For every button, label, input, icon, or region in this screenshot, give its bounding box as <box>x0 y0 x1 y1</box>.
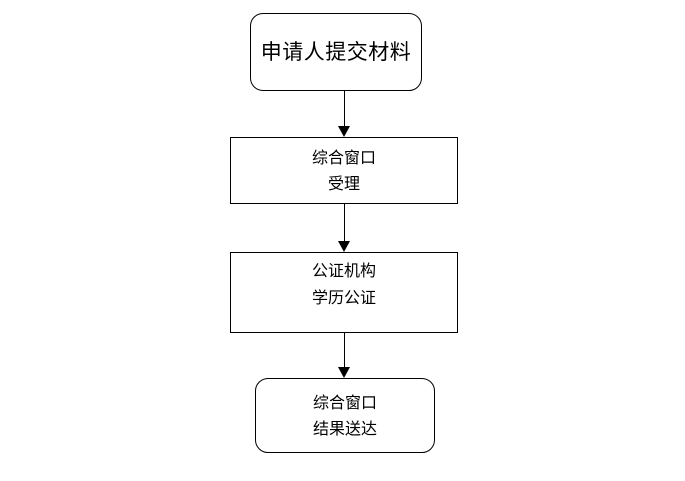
flow-node-1-line1: 申请人提交材料 <box>260 39 412 64</box>
flow-node-2-line1: 综合窗口 <box>311 149 376 167</box>
flow-node-comprehensive-window-accept[interactable]: 综合窗口 受理 <box>230 137 458 204</box>
flow-node-2-line2: 受理 <box>327 175 360 193</box>
flow-node-applicant-submit[interactable]: 申请人提交材料 <box>250 13 422 91</box>
flow-node-comprehensive-window-deliver-result[interactable]: 综合窗口 结果送达 <box>255 378 435 453</box>
flow-node-3-line1: 公证机构 <box>311 263 376 280</box>
arrow-head-icon <box>338 367 350 378</box>
arrow-head-icon <box>338 126 350 137</box>
arrow-head-icon <box>338 241 350 252</box>
arrow-shaft <box>344 91 345 126</box>
arrow-shaft <box>344 333 345 367</box>
arrow-shaft <box>344 204 345 241</box>
flow-arrow-2 <box>338 204 351 252</box>
flow-node-3-line2: 学历公证 <box>311 290 376 307</box>
flow-node-4-line2: 结果送达 <box>312 420 377 438</box>
flow-arrow-3 <box>338 333 351 378</box>
flow-node-4-line1: 综合窗口 <box>312 394 377 412</box>
flow-node-notary-office-degree-notarization[interactable]: 公证机构 学历公证 <box>230 252 458 333</box>
flow-arrow-1 <box>338 91 351 137</box>
